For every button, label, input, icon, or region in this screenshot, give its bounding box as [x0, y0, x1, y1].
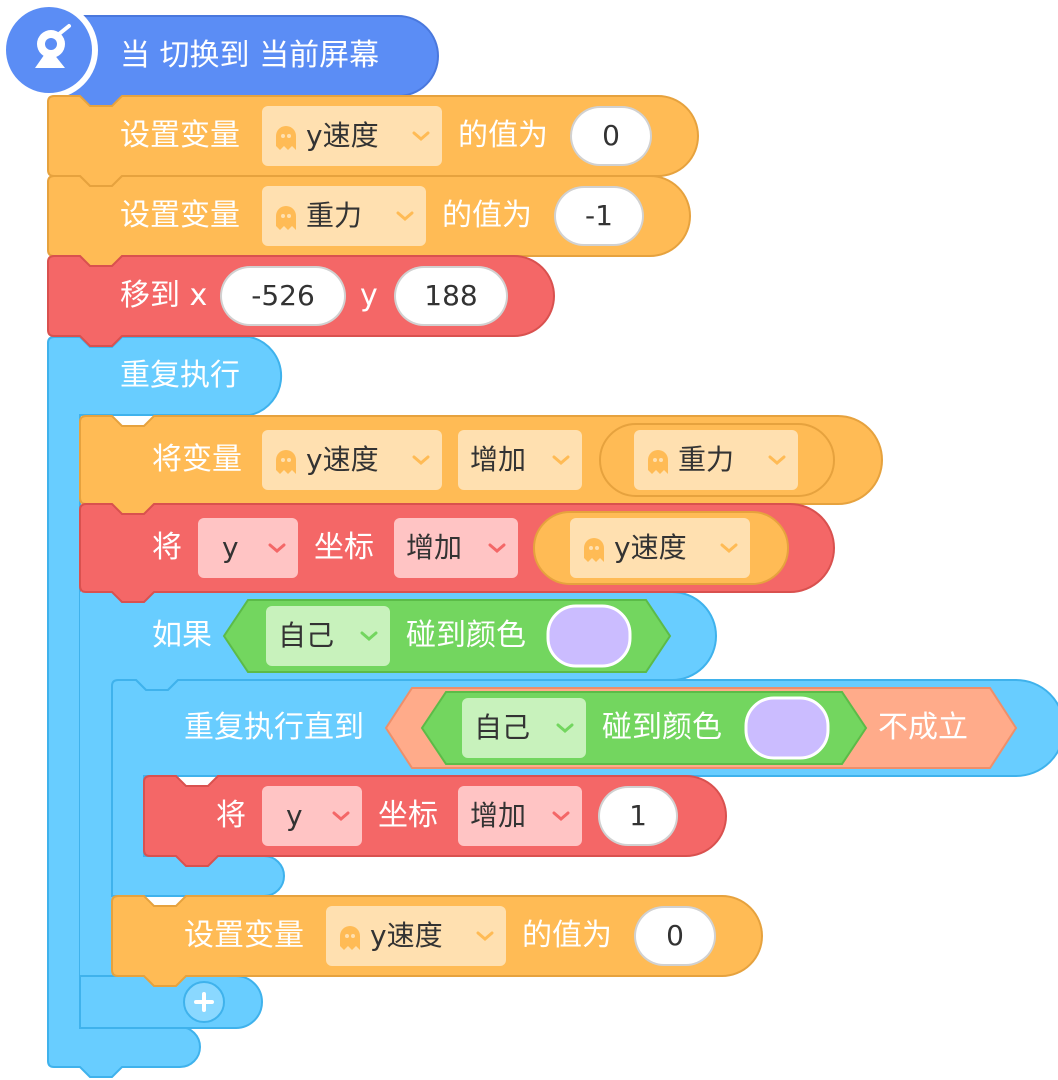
sprite-dropdown-value: 自己 [474, 711, 531, 744]
operation-dropdown[interactable]: 增加 [458, 430, 582, 490]
axis-dropdown-value: y [222, 531, 239, 564]
set-y-speed-middle: 的值为 [458, 118, 548, 153]
chevron-down-icon [412, 131, 430, 141]
sprite-dropdown[interactable]: 自己 [462, 698, 586, 758]
value-input[interactable]: 0 [570, 106, 652, 166]
variable-dropdown[interactable]: 重力 [262, 186, 426, 246]
forever-block-body[interactable] [47, 336, 283, 1078]
chevron-down-icon [552, 811, 570, 821]
ghost-icon [276, 206, 296, 230]
operation-dropdown-value: 增加 [470, 799, 527, 832]
change-y2-prefix: 将 [216, 798, 246, 833]
move-to-y-label: y [360, 278, 378, 313]
color-swatch-repeat[interactable] [744, 696, 830, 760]
chevron-down-icon [412, 455, 430, 465]
variable-dropdown-value: y速度 [370, 919, 443, 952]
chevron-down-icon [720, 543, 738, 553]
sprite-dropdown-value: 自己 [278, 619, 335, 652]
chevron-down-icon [556, 723, 574, 733]
if-touching-label: 碰到颜色 [406, 618, 526, 653]
set-y-speed2-prefix: 设置变量 [184, 918, 304, 953]
chevron-down-icon [396, 211, 414, 221]
color-swatch-if[interactable] [546, 604, 632, 668]
move-to-prefix: 移到 x [120, 278, 208, 313]
ghost-icon [340, 926, 360, 950]
set-gravity-middle: 的值为 [442, 198, 532, 233]
plus-icon[interactable] [194, 992, 214, 1012]
set-gravity-prefix: 设置变量 [120, 198, 240, 233]
variable-dropdown[interactable]: y速度 [262, 106, 442, 166]
ghost-icon [276, 450, 296, 474]
operation-dropdown[interactable]: 增加 [394, 518, 518, 578]
reporter-dropdown-value: 重力 [678, 443, 735, 476]
ghost-icon [584, 538, 604, 562]
operation-dropdown-value: 增加 [406, 531, 463, 564]
reporter-dropdown[interactable]: 重力 [634, 430, 798, 490]
set-y-speed-prefix: 设置变量 [120, 118, 240, 153]
set-y-speed2-middle: 的值为 [522, 918, 612, 953]
change-y2-coord-label: 坐标 [378, 798, 438, 833]
ghost-icon [276, 126, 296, 150]
chevron-down-icon [268, 543, 286, 553]
if-label: 如果 [152, 618, 212, 653]
reporter-dropdown-value: y速度 [614, 531, 687, 564]
variable-dropdown-value: y速度 [306, 443, 379, 476]
axis-dropdown[interactable]: y [198, 518, 298, 578]
change-variable-prefix: 将变量 [152, 442, 242, 477]
operation-dropdown[interactable]: 增加 [458, 786, 582, 846]
hat-block-label: 当 切换到 当前屏幕 [120, 38, 380, 73]
change-y-prefix: 将 [152, 530, 182, 565]
variable-dropdown[interactable]: y速度 [262, 430, 442, 490]
variable-dropdown-value: 重力 [306, 199, 363, 232]
axis-dropdown[interactable]: y [262, 786, 362, 846]
x-input[interactable]: -526 [220, 266, 346, 326]
sprite-dropdown[interactable]: 自己 [266, 606, 390, 666]
reporter-dropdown[interactable]: y速度 [570, 518, 750, 578]
ghost-icon [648, 450, 668, 474]
axis-dropdown-value: y [286, 799, 303, 832]
operation-dropdown-value: 增加 [470, 443, 527, 476]
chevron-down-icon [476, 931, 494, 941]
satellite-icon [35, 24, 71, 68]
value-input[interactable]: -1 [554, 186, 644, 246]
not-true-label: 不成立 [878, 710, 968, 745]
change-y-coord-label: 坐标 [314, 530, 374, 565]
value-input[interactable]: 0 [634, 906, 716, 966]
chevron-down-icon [332, 811, 350, 821]
variable-dropdown-value: y速度 [306, 119, 379, 152]
chevron-down-icon [360, 631, 378, 641]
y-input[interactable]: 188 [394, 266, 508, 326]
chevron-down-icon [552, 455, 570, 465]
forever-label: 重复执行 [120, 358, 240, 393]
chevron-down-icon [488, 543, 506, 553]
value-input[interactable]: 1 [598, 786, 678, 846]
chevron-down-icon [768, 455, 786, 465]
variable-dropdown[interactable]: y速度 [326, 906, 506, 966]
repeat-touching-label: 碰到颜色 [602, 710, 722, 745]
repeat-until-label: 重复执行直到 [184, 710, 364, 745]
